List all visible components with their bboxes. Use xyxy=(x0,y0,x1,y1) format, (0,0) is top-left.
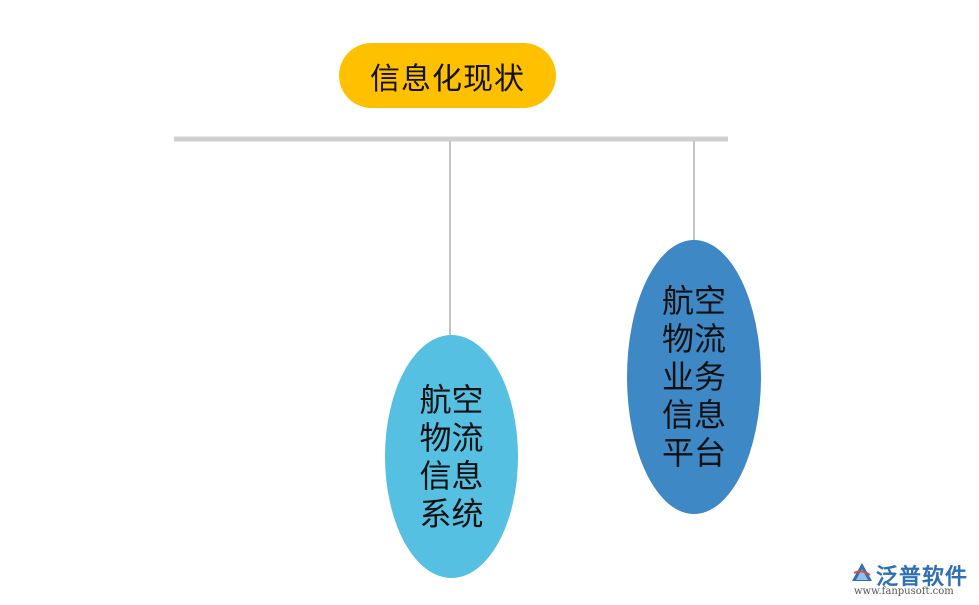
logo-mark-icon xyxy=(852,563,872,581)
root-node-label: 信息化现状 xyxy=(370,61,525,97)
child-node-logistics-system: 航空物流信息系统 xyxy=(385,335,518,578)
child-node-logistics-platform: 航空物流业务信息平台 xyxy=(627,240,761,514)
root-node: 信息化现状 xyxy=(339,43,556,108)
logo-name: 泛普软件 xyxy=(876,565,969,590)
child-node-label: 航空物流业务信息平台 xyxy=(661,282,726,472)
child-node-label: 航空物流信息系统 xyxy=(419,380,484,533)
brand-logo: 泛普软件 www.fanpusoft.com xyxy=(846,559,974,599)
logo-url: www.fanpusoft.com xyxy=(854,586,954,597)
